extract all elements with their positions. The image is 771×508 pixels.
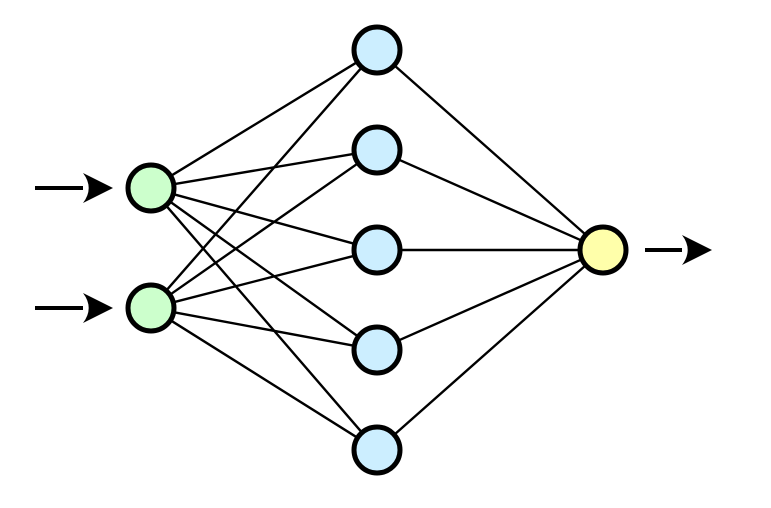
- io-arrows-group: [35, 173, 712, 323]
- input-arrow-top-head: [83, 173, 113, 203]
- edge-i2-h4: [170, 310, 358, 348]
- input-node-2: [125, 282, 177, 334]
- output-arrow-head: [682, 235, 712, 265]
- edge-i1-h5: [163, 203, 365, 435]
- output-node-1: [577, 224, 629, 276]
- edge-i2-h5: [167, 318, 360, 440]
- edge-h2-o1: [395, 157, 585, 243]
- hidden-node-1: [351, 24, 403, 76]
- edge-h5-o1: [391, 263, 589, 437]
- edge-i1-h3: [170, 192, 358, 246]
- edge-i1-h1: [168, 60, 360, 179]
- hidden-node-4: [351, 324, 403, 376]
- input-arrow-bottom-head: [83, 293, 113, 323]
- hidden-node-3: [351, 224, 403, 276]
- edge-i2-h1: [163, 64, 365, 294]
- edge-h1-o1: [391, 63, 589, 237]
- edge-i1-h4: [167, 199, 361, 339]
- hidden-node-5: [351, 424, 403, 476]
- edge-h4-o1: [395, 257, 585, 343]
- edges-group: [163, 60, 589, 440]
- edge-i2-h2: [167, 161, 361, 297]
- hidden-node-2: [351, 124, 403, 176]
- edge-i2-h3: [170, 254, 358, 304]
- nodes-group: [125, 24, 629, 476]
- input-node-1: [125, 162, 177, 214]
- edge-i1-h2: [170, 152, 357, 186]
